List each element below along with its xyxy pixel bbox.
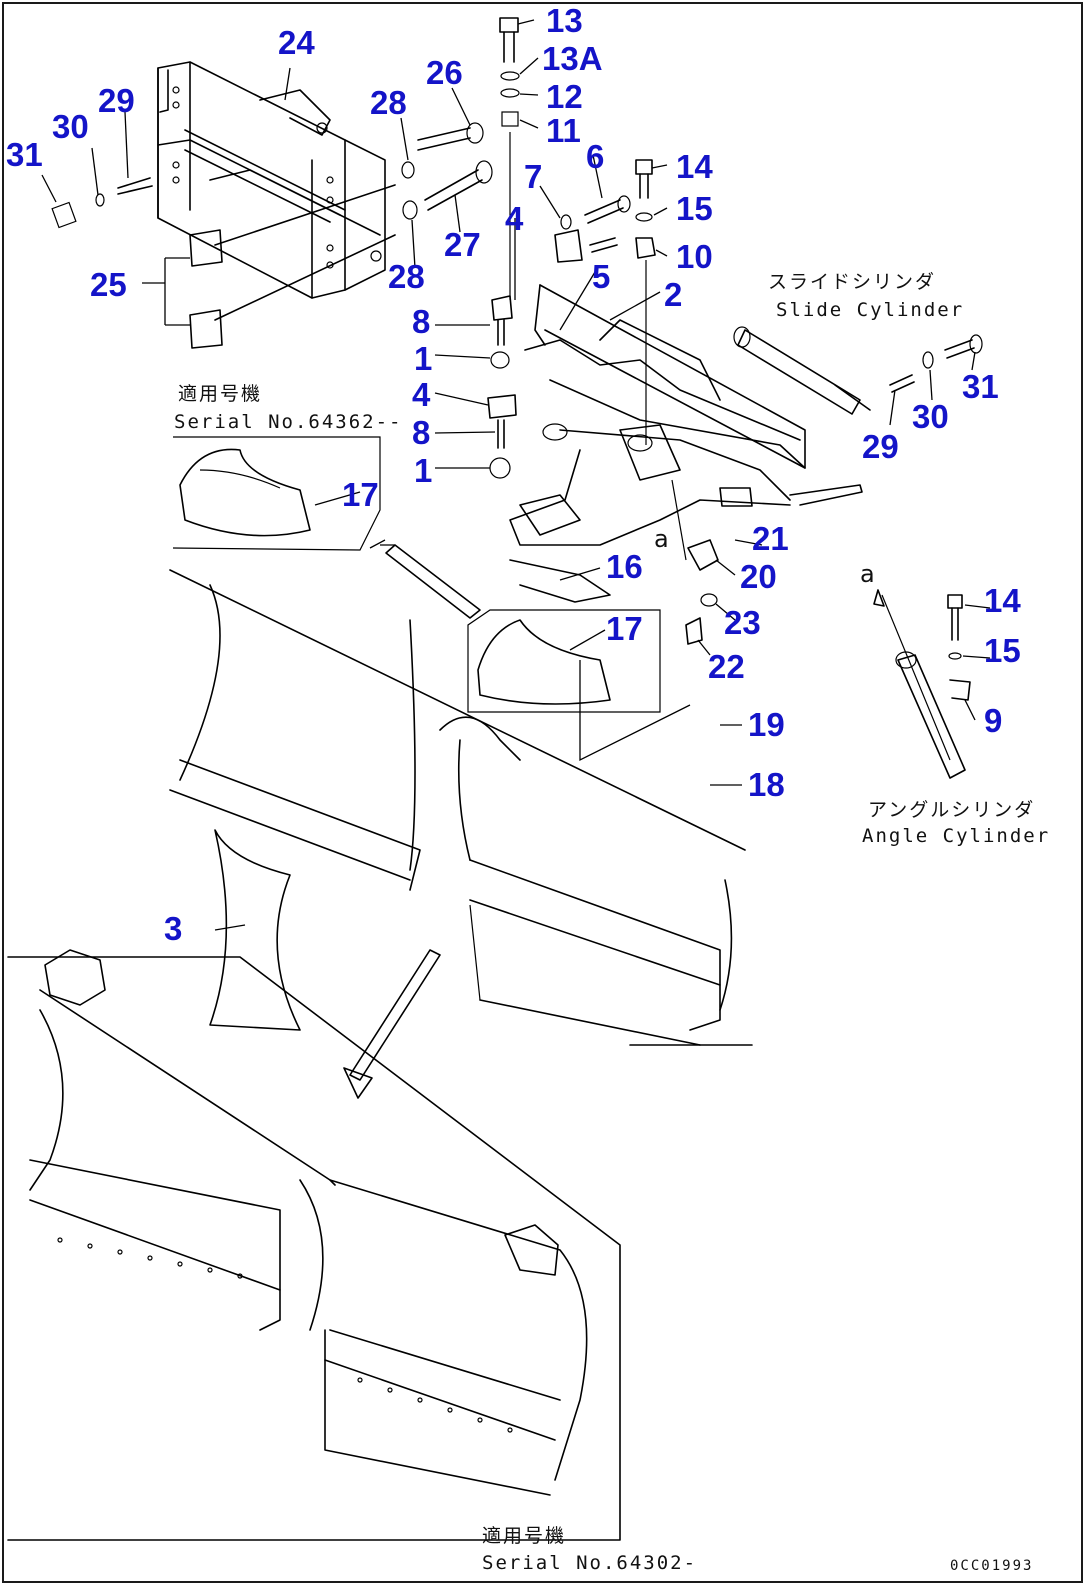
callout-5: 5 <box>592 258 611 295</box>
callout-20: 20 <box>740 558 777 595</box>
callout-8a: 8 <box>412 303 431 340</box>
drawing-code: 0CC01993 <box>950 1558 1034 1574</box>
slide-cylinder <box>733 326 983 415</box>
callout-25: 25 <box>90 266 127 303</box>
callout-12: 12 <box>546 78 583 115</box>
callout-1b: 1 <box>414 452 433 489</box>
callout-2: 2 <box>664 276 683 313</box>
callout-19: 19 <box>748 706 785 743</box>
callout-30b: 30 <box>912 398 949 435</box>
callout-23: 23 <box>724 604 761 641</box>
callout-13: 13 <box>546 2 583 39</box>
callout-17b: 17 <box>606 610 643 647</box>
callout-8b: 8 <box>412 414 431 451</box>
inset-top <box>172 436 381 551</box>
callout-24: 24 <box>278 24 315 61</box>
callout-29a: 29 <box>98 82 135 119</box>
angle-cylinder <box>873 589 971 779</box>
angle-cylinder-label-jp: アングルシリンダ <box>868 799 1036 821</box>
serial-bottom-label-jp: 適用号機 <box>482 1525 567 1547</box>
callout-30a: 30 <box>52 108 89 145</box>
serial-top-label-jp: 適用号機 <box>178 383 263 405</box>
callout-15b: 15 <box>984 632 1021 669</box>
lower-blade <box>7 949 621 1541</box>
callout-31b: 31 <box>962 368 999 405</box>
callout-3: 3 <box>164 910 183 947</box>
reference-mark-a-2: a <box>860 560 875 588</box>
center-mechanism <box>487 17 863 645</box>
slide-cylinder-label-en: Slide Cylinder <box>776 299 965 321</box>
callout-13a: 13A <box>542 40 603 77</box>
serial-top-label-en: Serial No.64362-- <box>174 411 403 433</box>
inset-bottom <box>467 609 661 713</box>
reference-mark-a-1: a <box>654 525 669 553</box>
callout-1a: 1 <box>414 340 433 377</box>
slide-cylinder-label-jp: スライドシリンダ <box>768 271 937 293</box>
callout-9: 9 <box>984 702 1003 739</box>
callout-28a: 28 <box>370 84 407 121</box>
callout-11: 11 <box>546 112 581 149</box>
callout-16: 16 <box>606 548 643 585</box>
callout-27: 27 <box>444 226 481 263</box>
callout-4b: 4 <box>412 376 431 413</box>
leader-lines <box>41 19 991 931</box>
callout-6: 6 <box>586 138 605 175</box>
frame-assembly <box>157 61 396 349</box>
callout-28b: 28 <box>388 258 425 295</box>
callout-22: 22 <box>708 648 745 685</box>
callout-15a: 15 <box>676 190 713 227</box>
callout-14b: 14 <box>984 582 1021 619</box>
callout-18: 18 <box>748 766 785 803</box>
callout-31a: 31 <box>6 136 43 173</box>
callout-14a: 14 <box>676 148 713 185</box>
callout-21: 21 <box>752 520 789 557</box>
callout-29b: 29 <box>862 428 899 465</box>
callout-4a: 4 <box>505 200 524 237</box>
angle-cylinder-label-en: Angle Cylinder <box>862 825 1051 847</box>
bolt-group-left <box>51 122 493 229</box>
callout-26: 26 <box>426 54 463 91</box>
assembly-arrow <box>349 949 441 1081</box>
upper-blade <box>169 569 753 1046</box>
callout-17a: 17 <box>342 476 379 513</box>
callout-7: 7 <box>524 158 543 195</box>
callout-10: 10 <box>676 238 713 275</box>
serial-bottom-label-en: Serial No.64302- <box>482 1552 698 1574</box>
